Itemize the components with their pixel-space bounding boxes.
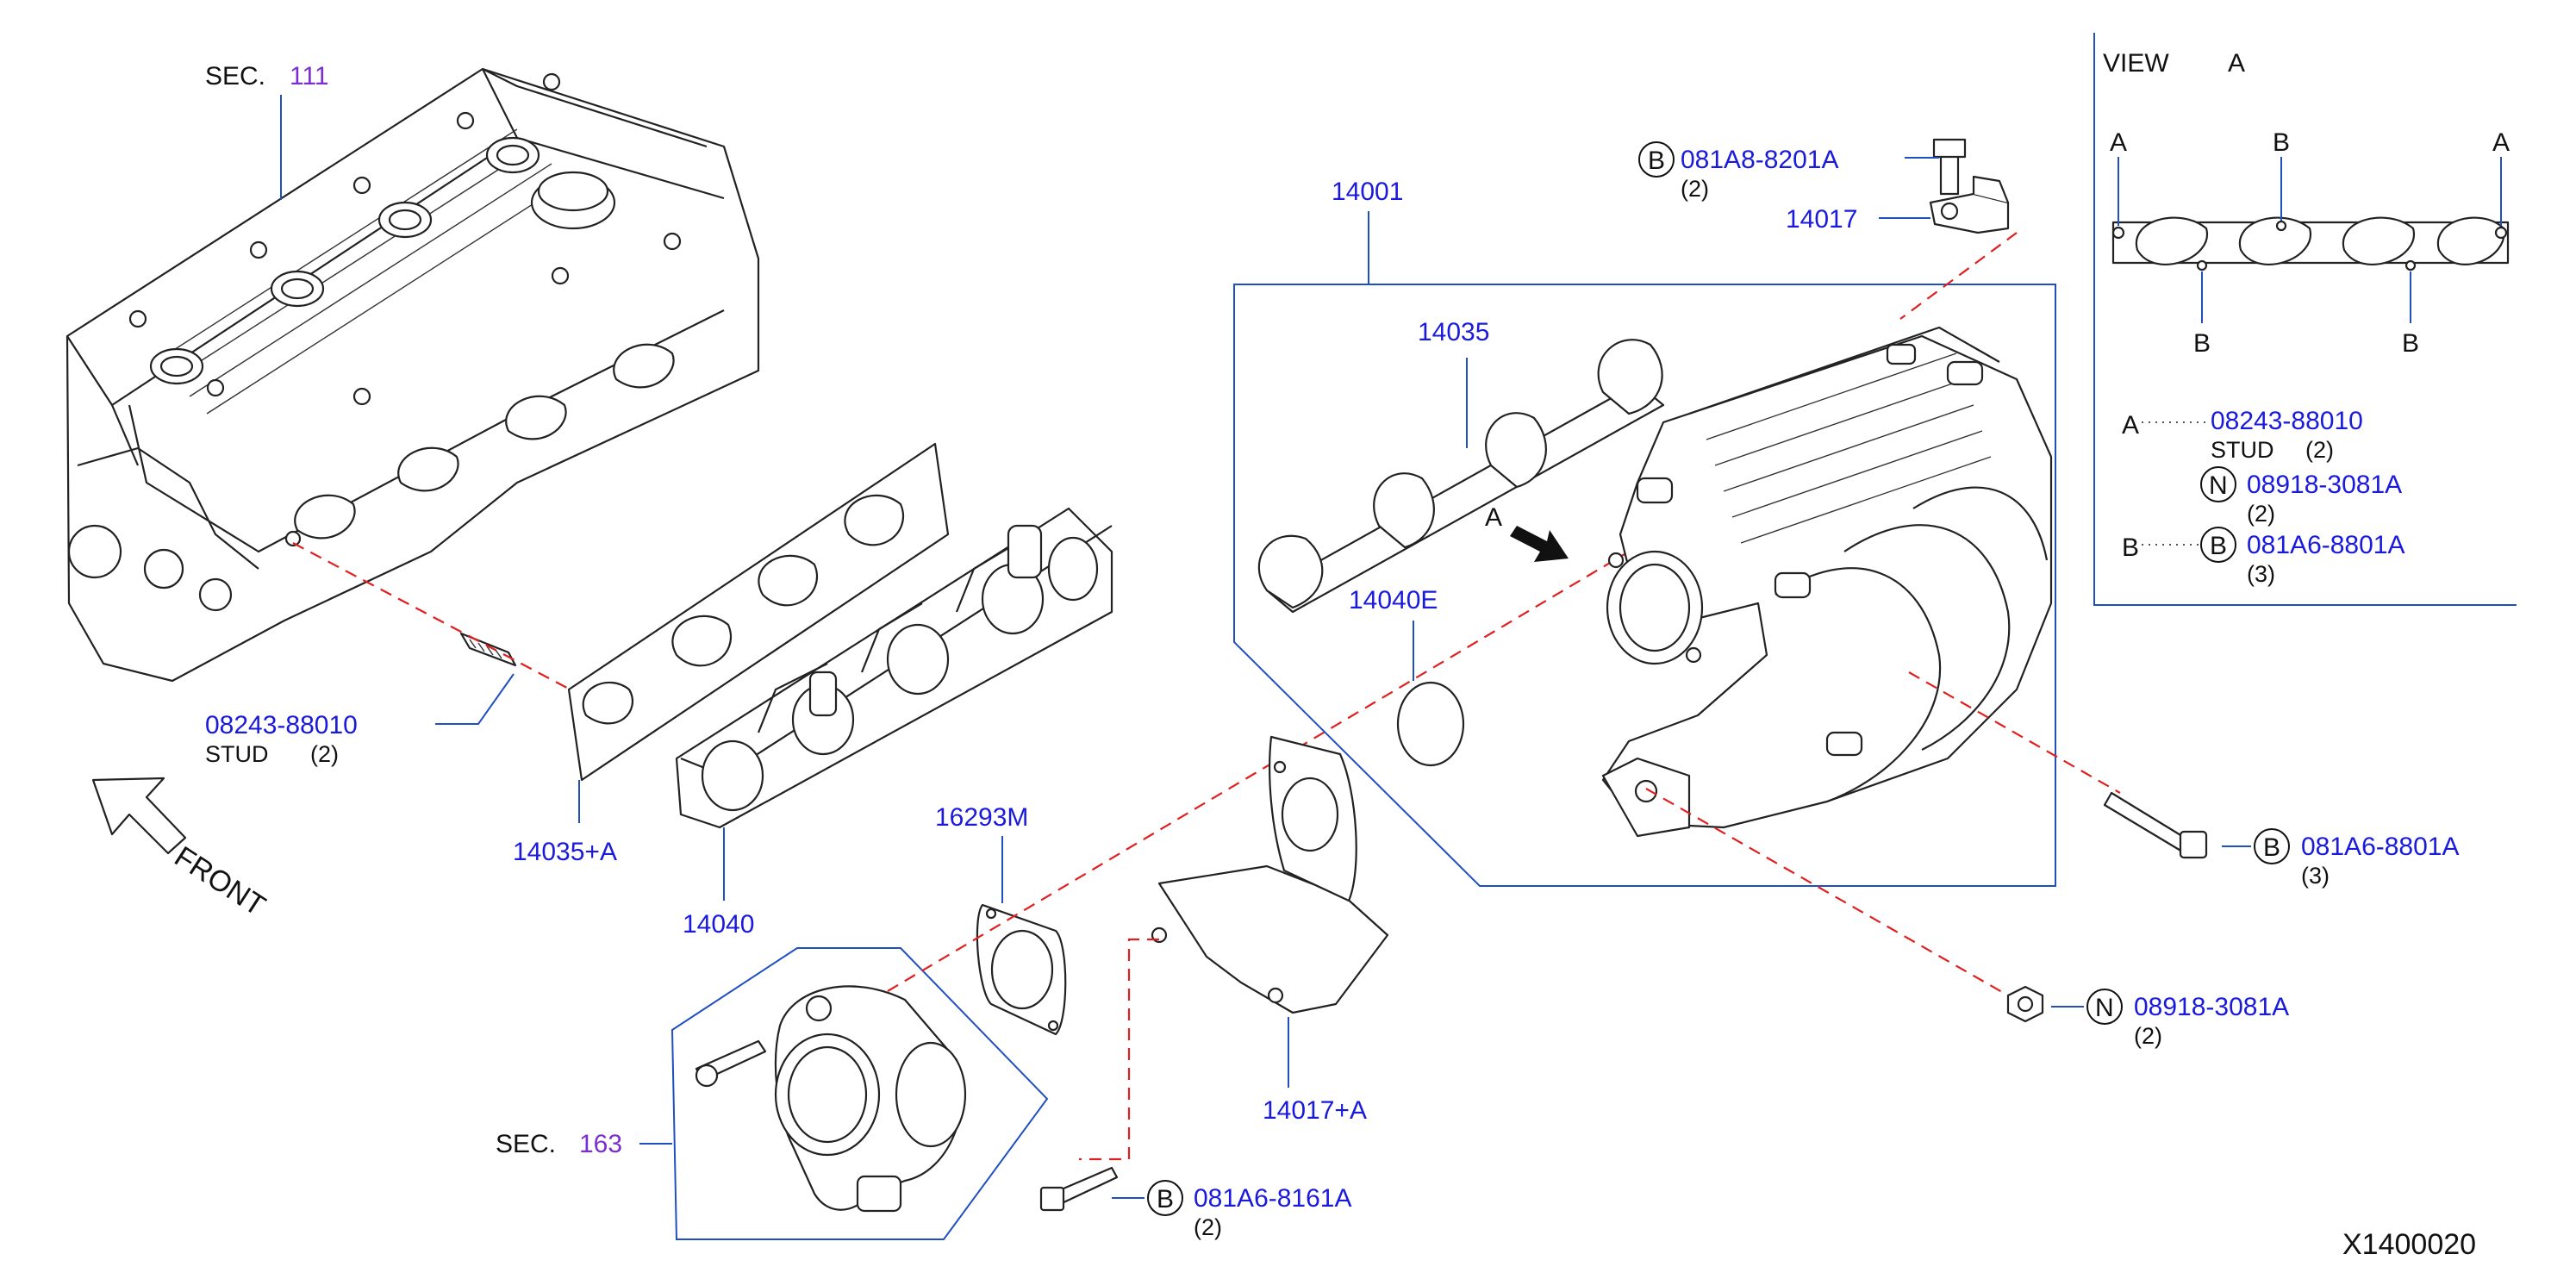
marker-n-icon [2086, 989, 2123, 1025]
view-a-panel: VIEW A A A B B B A 08243-88010 STUD (2) … [2093, 33, 2517, 606]
legend-stud-qty: (2) [2305, 437, 2334, 463]
bolt-right-qty-label: (3) [2301, 863, 2330, 889]
front-arrow-icon [91, 777, 187, 855]
arrow-a-label: A [1485, 503, 1502, 532]
bolt-bottom-part-number-link[interactable]: 081A6-8161A [1194, 1184, 1352, 1213]
part-14001-link[interactable]: 14001 [1332, 178, 1403, 206]
bolt-bottom-qty-label: (2) [1194, 1214, 1222, 1240]
view-a-b-bottom-left: B [2193, 329, 2211, 358]
sec-163-link[interactable]: 163 [579, 1130, 622, 1158]
marker-n-label: N [2095, 994, 2114, 1022]
view-a-a-right: A [2492, 128, 2510, 157]
view-a-b-bottom-right: B [2402, 329, 2419, 358]
legend-marker-b-icon [2200, 527, 2236, 563]
marker-b-bottom-label: B [1157, 1185, 1174, 1213]
marker-b-bottom-icon [1147, 1180, 1183, 1216]
bolt-top-qty-label: (2) [1681, 176, 1709, 202]
legend-marker-b-label: B [2210, 532, 2227, 560]
part-14017a-link[interactable]: 14017+A [1263, 1096, 1367, 1125]
stud-part-number-link[interactable]: 08243-88010 [205, 711, 358, 739]
gasket-14035a-drawing [567, 442, 950, 782]
legend-stud-part-number-link[interactable]: 08243-88010 [2211, 407, 2363, 435]
bolt-top-drawing [1932, 138, 1967, 196]
gasket-14035-drawing [1257, 339, 1665, 614]
throttle-body-drawing [695, 985, 967, 1213]
cylinder-head-drawing [65, 67, 760, 683]
manifold-14040-drawing [675, 507, 1113, 829]
view-a-b-top: B [2273, 128, 2290, 157]
intake-manifold-14001-drawing [1601, 326, 2053, 838]
sec-163-prefix: SEC. [496, 1130, 556, 1158]
legend-a-key: A [2122, 411, 2139, 440]
legend-nut-part-number-link[interactable]: 08918-3081A [2247, 471, 2402, 499]
nut-qty-label: (2) [2134, 1023, 2162, 1049]
bolt-bottom-drawing [1039, 1166, 1119, 1212]
part-14035a-link[interactable]: 14035+A [513, 838, 617, 866]
marker-b-right-label: B [2263, 833, 2280, 862]
gasket-16293m-drawing [976, 903, 1067, 1036]
marker-b-right-icon [2254, 828, 2290, 864]
view-a-title-letter: A [2228, 49, 2245, 78]
legend-marker-n-icon [2200, 466, 2236, 502]
bracket-14017-drawing [1929, 175, 2010, 234]
diagram-id: X1400020 [2342, 1228, 2476, 1261]
view-a-a-left: A [2110, 128, 2127, 157]
stud-part-drawing [459, 632, 517, 667]
bolt-right-drawing [2103, 791, 2208, 859]
part-14017-link[interactable]: 14017 [1786, 205, 1857, 234]
legend-bolt-part-number-link[interactable]: 081A6-8801A [2247, 531, 2405, 559]
oring-14040e-drawing [1396, 681, 1465, 767]
front-label: FRONT [169, 840, 271, 923]
sec-111-prefix: SEC. [205, 62, 265, 90]
legend-nut-qty: (2) [2247, 501, 2275, 527]
nut-part-number-link[interactable]: 08918-3081A [2134, 993, 2289, 1021]
view-a-title: VIEW [2103, 49, 2169, 78]
view-a-arrow-icon [1510, 526, 1569, 562]
part-14035-link[interactable]: 14035 [1418, 318, 1489, 346]
marker-b-top-label: B [1648, 147, 1665, 175]
legend-b-key: B [2122, 533, 2139, 562]
part-14040-link[interactable]: 14040 [683, 910, 754, 939]
stud-qty-label: (2) [310, 741, 339, 767]
marker-b-top-icon [1638, 141, 1675, 178]
bolt-top-part-number-link[interactable]: 081A8-8201A [1681, 146, 1839, 174]
bracket-14017a-drawing [1151, 735, 1389, 1014]
part-14040e-link[interactable]: 14040E [1349, 586, 1438, 615]
sec-111-link[interactable]: 111 [290, 62, 329, 90]
nut-drawing [2006, 985, 2044, 1023]
legend-marker-n-label: N [2209, 471, 2228, 500]
bolt-right-part-number-link[interactable]: 081A6-8801A [2301, 833, 2460, 861]
legend-stud-name: STUD [2211, 437, 2274, 463]
stud-name-label: STUD [205, 741, 269, 767]
part-16293m-link[interactable]: 16293M [935, 803, 1028, 832]
legend-bolt-qty: (3) [2247, 561, 2275, 587]
